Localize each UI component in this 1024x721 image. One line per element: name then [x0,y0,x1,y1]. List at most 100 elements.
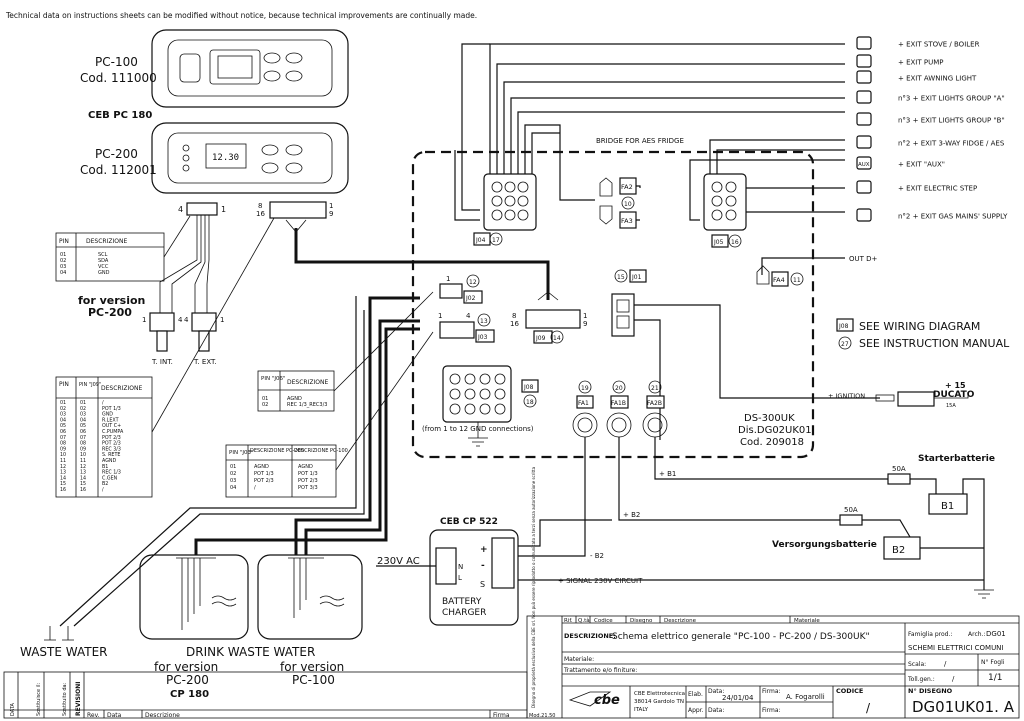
table-cell: OUT C+ [102,423,121,429]
supply-battery-label: Versorgungsbatterie [772,540,877,550]
svg-text:Famiglia prod.:: Famiglia prod.: [908,631,952,638]
svg-text:DATA: DATA [10,703,16,716]
svg-text:01: 01 [262,396,268,402]
electric-step-icon [856,180,872,194]
table-cell: 06 [60,429,66,435]
svg-text:N: N [458,563,463,571]
output-label: n°3 + EXIT LIGHTS GROUP "B" [898,117,1005,125]
svg-text:FA2B: FA2B [647,400,662,407]
svg-text:Trattamento e/o finiture:: Trattamento e/o finiture: [563,667,637,674]
table-cell: 03 [230,478,236,484]
title-block: Rif. Q.tà Codice Disegno Descrizione Mat… [526,615,1020,719]
svg-text:DESCRIZIONE: DESCRIZIONE [86,238,127,245]
svg-text:FA2: FA2 [621,183,633,191]
gnd-pin [494,403,506,415]
table-cell: GND [102,412,113,418]
table-cell: 04 [80,417,86,423]
ds300-dis: Dis.DG02UK01 [738,425,812,436]
svg-text:DESCRIZIONE:: DESCRIZIONE: [564,632,616,640]
svg-text:PIN "J09": PIN "J09" [79,382,101,388]
output-label: n°2 + EXIT GAS MAINS' SUPPLY [898,213,1008,221]
table-cell: 02 [60,406,66,412]
svg-text:1: 1 [220,316,224,324]
svg-text:8: 8 [512,312,516,320]
svg-text:J02: J02 [465,295,476,302]
svg-text:N° DISEGNO: N° DISEGNO [908,687,953,695]
svg-text:9: 9 [583,320,587,328]
fuse-holders: 19 20 21 FA1 FA1B FA2B [572,380,668,438]
aux-icon [856,156,872,170]
svg-text:12: 12 [469,279,477,286]
tank-drink-pc100 [257,554,363,640]
starter-battery-label: Starterbatterie [918,454,995,464]
out-d-terminal-icon [756,265,770,285]
svg-text:CHARGER: CHARGER [442,608,486,618]
version-pc200-tank-b: PC-200 [166,673,209,687]
table-cell: 10 [60,452,66,458]
charger-ac-label: 230V AC [377,556,420,567]
table-cell: REC 3/3 [102,446,121,452]
svg-text:Firma:: Firma: [762,707,781,714]
svg-text:10: 10 [624,201,632,208]
output-label: + EXIT PUMP [898,59,943,67]
revision-strip: Rev. Data Descrizione Firma Mod.21.50 RE… [3,671,555,719]
table-cell: 11 [80,458,86,464]
drink-water-label: DRINK WASTE WATER [186,645,315,659]
gnd-pin [449,388,461,400]
gnd-pin [449,403,461,415]
table-cell: 14 [80,475,86,481]
svg-text:T. INT.: T. INT. [151,358,173,366]
charger-title: CEB CP 522 [440,517,498,527]
table-cell: 01 [80,400,86,406]
output-label: + EXIT STOVE / BOILER [898,41,980,49]
tank-drink-pc200 [139,554,249,640]
svg-text:J08: J08 [523,384,534,391]
table-cell: AGND [254,464,269,470]
svg-text:01: 01 [60,252,66,258]
svg-text:Appr.: Appr. [688,707,704,714]
ignition-key-icon [897,391,935,407]
gnd-pin [479,403,491,415]
table-cell: 09 [80,446,86,452]
table-cell: 14 [60,475,66,481]
pc200-code: Cod. 112001 [80,163,157,177]
svg-text:SCHEMI ELETTRICI COMUNI: SCHEMI ELETTRICI COMUNI [908,644,1004,652]
svg-text:J04: J04 [475,237,486,244]
table-cell: / [102,400,104,406]
table-cell: C.PUMPA [102,429,124,435]
pc100-code: Cod. 111000 [80,71,157,85]
svg-text:PIN "J06": PIN "J06" [261,376,285,382]
svg-text:Disegno: Disegno [630,618,653,624]
svg-text:cbe: cbe [594,693,620,708]
svg-text:16: 16 [510,320,519,328]
svg-text:Sostituito da:: Sostituito da: [62,682,68,716]
ds300uk-control-unit [411,150,815,459]
svg-text:27: 27 [841,341,849,348]
table-cell: R.LEXT [102,417,119,423]
stove-boiler-icon [856,36,872,50]
table-cell: 09 [60,446,66,452]
table-cell: 07 [60,435,66,441]
svg-text:18: 18 [526,399,534,406]
svg-text:24/01/04: 24/01/04 [722,694,754,702]
table-cell: 01 [60,400,66,406]
svg-text:Rev.: Rev. [87,712,100,719]
battery-wiring [517,437,994,599]
table-cell: POT 1/3 [102,406,121,412]
table-cell: 08 [60,441,66,447]
panel-connector-16pin [269,201,327,219]
output-label: + EXIT ELECTRIC STEP [898,185,977,193]
fuse-50a-b2 [839,514,863,526]
svg-text:20: 20 [615,385,623,392]
version-pc100-tank-a: for version [280,660,344,674]
svg-text:DG01: DG01 [986,630,1006,638]
svg-text:/: / [944,660,947,668]
fuse-50a-b1 [887,473,911,485]
pin-label: 9 [329,210,333,218]
table-cell: 15 [80,481,86,487]
drawing-description: Schema elettrico generale "PC-100 - PC-2… [612,632,870,642]
table-cell: AGND [298,464,313,470]
gnd-pin [479,388,491,400]
table-cell: 13 [80,470,86,476]
